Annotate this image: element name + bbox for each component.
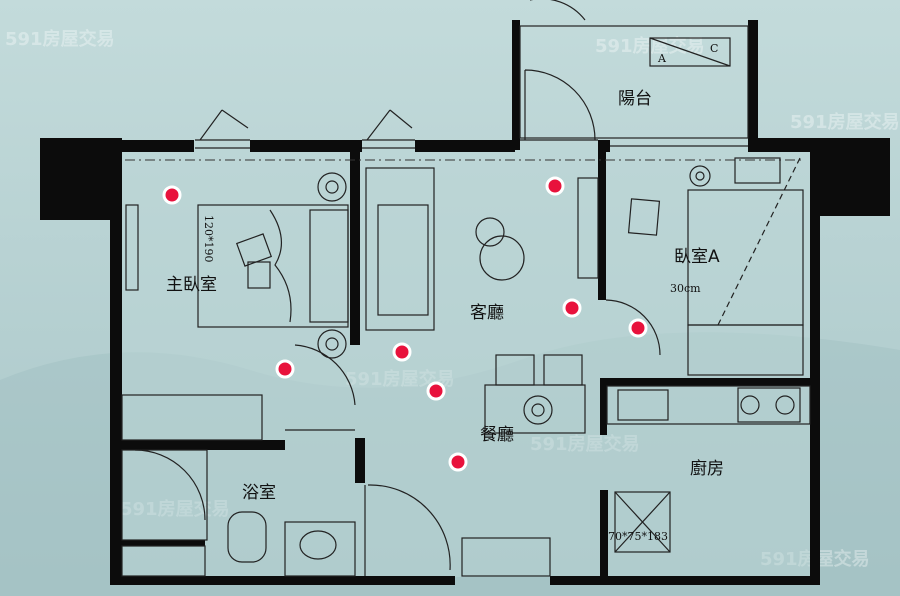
- tv: [125, 204, 139, 291]
- balcony-outer-door[interactable]: [530, 0, 586, 21]
- bed-size-label: 120*190: [202, 215, 215, 263]
- bedroom-a-dim-label: 30cm: [670, 282, 701, 295]
- walls: [40, 20, 890, 585]
- location-marker[interactable]: [545, 176, 565, 196]
- tv: [577, 177, 599, 279]
- shoe-cabinet: [461, 537, 551, 577]
- wardrobe: [687, 324, 804, 376]
- vanity: [284, 521, 356, 577]
- toilet: [227, 511, 267, 563]
- kitchen: 70*75*183 廚房: [606, 385, 811, 553]
- stove: [737, 387, 801, 423]
- room-label-kitchen: 廚房: [690, 458, 724, 479]
- master-bedroom: 120*190 主臥室: [121, 172, 356, 441]
- room-label-balcony: 陽台: [618, 89, 652, 109]
- dining-table: [484, 384, 586, 434]
- living-room: 客廳: [365, 167, 599, 331]
- room-label-dining-room: 餐廳: [480, 425, 514, 445]
- location-marker[interactable]: [392, 342, 412, 362]
- bedroom-a: 臥室A 30cm: [605, 157, 804, 376]
- bedroom-door[interactable]: [285, 344, 356, 431]
- markers: [162, 176, 648, 472]
- watermark: 591房屋交易: [790, 111, 900, 133]
- entry-door[interactable]: [364, 484, 451, 576]
- sink: [617, 389, 669, 421]
- fridge: [614, 491, 671, 553]
- ac-label-c: C: [710, 42, 718, 55]
- watermark: 591房屋交易: [5, 28, 115, 50]
- location-marker[interactable]: [426, 381, 446, 401]
- wardrobe: [121, 394, 263, 441]
- location-marker[interactable]: [628, 318, 648, 338]
- location-marker[interactable]: [162, 185, 182, 205]
- balcony-door[interactable]: [524, 69, 596, 141]
- shower: [121, 449, 208, 541]
- bedroom-a-door[interactable]: [605, 299, 661, 356]
- floor: [122, 152, 812, 577]
- counter: [606, 385, 811, 425]
- ac-label-a: A: [657, 52, 667, 65]
- dining-room: 餐廳: [364, 354, 586, 577]
- room-label-bathroom: 浴室: [242, 483, 276, 503]
- bathroom: 浴室: [121, 449, 356, 577]
- balcony: A C 陽台: [519, 0, 749, 141]
- location-marker[interactable]: [448, 452, 468, 472]
- room-label-master-bedroom: 主臥室: [166, 275, 217, 295]
- sofa: [365, 167, 435, 331]
- windows: [125, 109, 805, 161]
- location-marker[interactable]: [275, 359, 295, 379]
- location-marker[interactable]: [562, 298, 582, 318]
- fridge-size-label: 70*75*183: [608, 530, 668, 543]
- room-label-bedroom-a: 臥室A: [674, 247, 720, 267]
- room-label-living-room: 客廳: [470, 303, 504, 323]
